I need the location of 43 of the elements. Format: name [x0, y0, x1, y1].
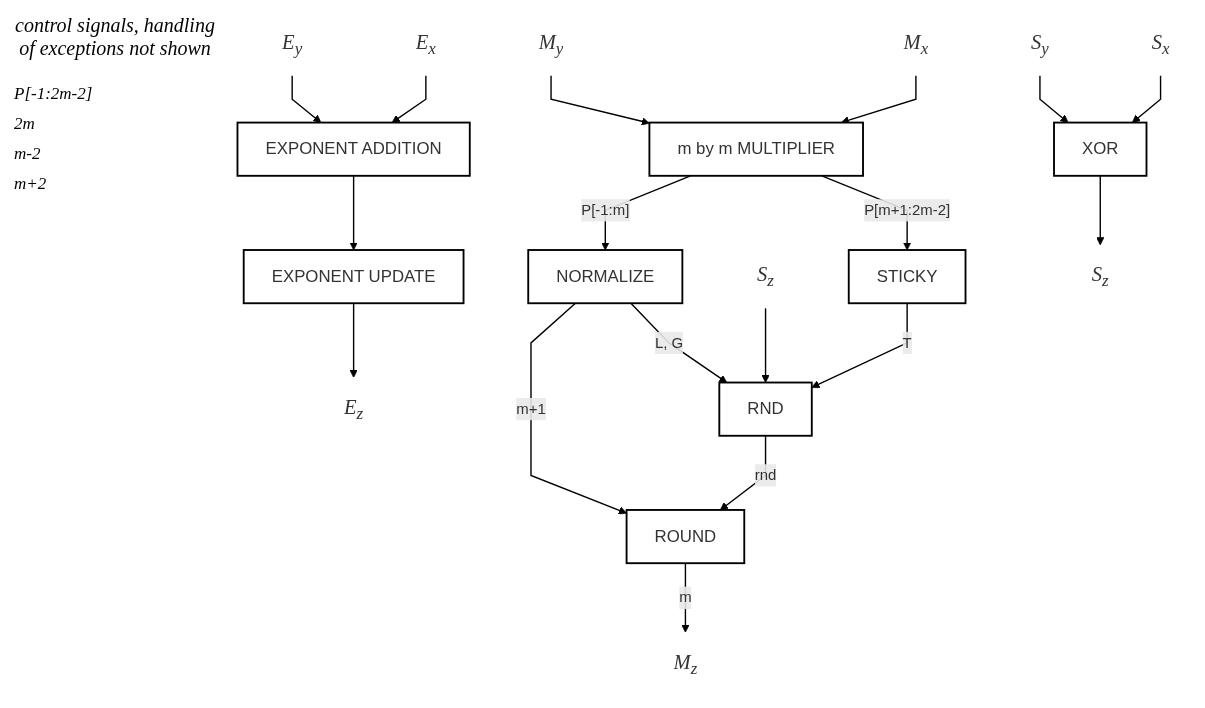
- edge-label: rnd: [754, 466, 777, 483]
- node-text: E$_{z}$: [344, 395, 364, 423]
- bus-label: 2m: [14, 114, 36, 134]
- arrow: [349, 302, 358, 378]
- node-text: E$_{y}$: [282, 30, 303, 58]
- node-box: NORMALIZE: [527, 248, 684, 305]
- bus-label: m+2: [14, 174, 48, 194]
- node-box: EXPONENT ADDITION: [236, 121, 471, 177]
- node-box: EXPONENT UPDATE: [242, 248, 465, 305]
- arrow: [1096, 175, 1105, 246]
- arrow: [530, 302, 627, 515]
- node-text: S$_{x}$: [1151, 30, 1170, 58]
- arrow: [630, 302, 728, 383]
- node-text: S$_{y}$: [1031, 30, 1049, 58]
- edge-label: P[m+1:2m-2]: [864, 201, 951, 218]
- edge-label: m+1: [516, 400, 546, 417]
- arrow: [291, 75, 322, 123]
- node-text: M$_{z}$: [673, 649, 698, 678]
- edge-label: m: [679, 589, 692, 606]
- node-text: E$_{x}$: [415, 30, 436, 58]
- node-box: STICKY: [847, 248, 967, 305]
- edge-label: T: [902, 334, 912, 351]
- node-box: XOR: [1053, 121, 1148, 177]
- node-text: M$_{x}$: [903, 30, 929, 58]
- node-box: m by m MULTIPLIER: [648, 121, 864, 177]
- node-box: RND: [718, 381, 813, 437]
- arrow: [550, 75, 650, 126]
- note-text: control signals, handling of exceptions not shown: [14, 14, 216, 60]
- arrow: [811, 302, 908, 388]
- node-text: M$_{y}$: [538, 30, 564, 58]
- bus-label: P[-1:2m-2]: [14, 84, 94, 104]
- node-text: S$_{z}$: [757, 262, 775, 291]
- edge-label: P[-1:m]: [581, 201, 630, 218]
- node-text: S$_{z}$: [1091, 262, 1109, 291]
- node-box: ROUND: [625, 508, 746, 565]
- arrow: [391, 75, 427, 123]
- bus-label: m-2: [14, 144, 42, 164]
- arrow: [349, 175, 358, 251]
- edge-label: L, G: [654, 334, 684, 351]
- arrow: [1132, 75, 1162, 123]
- arrow: [719, 434, 767, 511]
- arrow: [761, 307, 770, 383]
- arrow: [1039, 75, 1069, 123]
